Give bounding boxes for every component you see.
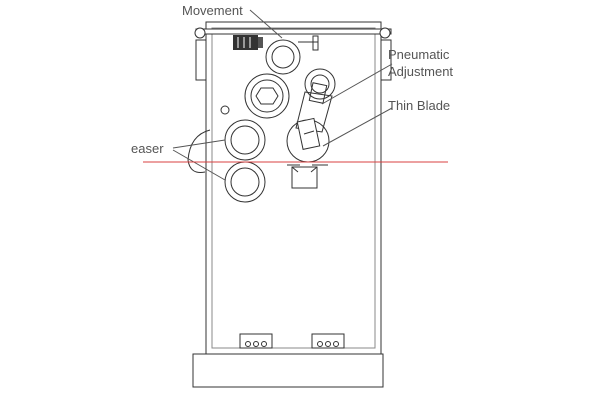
movement-label: Movement [182, 3, 243, 18]
movement-shaft-end [312, 35, 319, 51]
movement-leader [249, 9, 283, 39]
fixture-bolt [333, 341, 339, 347]
creaser-label: easer [131, 141, 164, 156]
bottom-fixture-right [311, 333, 345, 349]
middle-roller [244, 73, 290, 119]
motor-end-cap [258, 37, 263, 48]
blade-anvil [291, 166, 318, 189]
pneumatic-leader [321, 63, 393, 105]
middle-roller-hex-nut [255, 87, 279, 105]
fixture-bolt [317, 341, 323, 347]
adjustment-label: Adjustment [388, 64, 454, 79]
upper-creaser-roller-inner [230, 125, 260, 155]
lower-creaser-roller-inner [230, 167, 260, 197]
feed-guide-arc [187, 129, 211, 173]
anvil-top-right [310, 166, 318, 173]
blade-holder-slot [303, 130, 315, 135]
thin-blade-leader [322, 107, 393, 147]
left-bracket [195, 39, 207, 81]
fixture-bolt [253, 341, 259, 347]
mount-hole [220, 105, 230, 115]
fixture-bolt [261, 341, 267, 347]
pneumatic-pivot [304, 68, 336, 100]
bottom-fixture-left [239, 333, 273, 349]
creaser-leader-upper [172, 139, 226, 149]
top-shaft [195, 28, 392, 35]
right-bracket [380, 39, 392, 81]
machine-base [192, 353, 384, 388]
cabinet-inner-frame [211, 27, 376, 349]
fixture-bolt [245, 341, 251, 347]
movement-roller-hub [271, 45, 295, 69]
movement-roller [265, 39, 301, 75]
thin-blade-label: Thin Blade [388, 98, 451, 113]
pneumatic-arm [295, 91, 333, 133]
motor-body [233, 35, 258, 50]
right-bearing [379, 27, 391, 39]
creaser-leader-lower [172, 149, 226, 181]
anvil-top-left [291, 166, 299, 173]
pneumatic-pivot-inner [310, 74, 330, 94]
fixture-bolt [325, 341, 331, 347]
blade-holder [296, 117, 321, 150]
pneumatic-label: Pneumatic [388, 47, 450, 62]
left-bearing [194, 27, 206, 39]
pneumatic-cylinder [308, 82, 328, 104]
middle-roller-inner [250, 79, 284, 113]
